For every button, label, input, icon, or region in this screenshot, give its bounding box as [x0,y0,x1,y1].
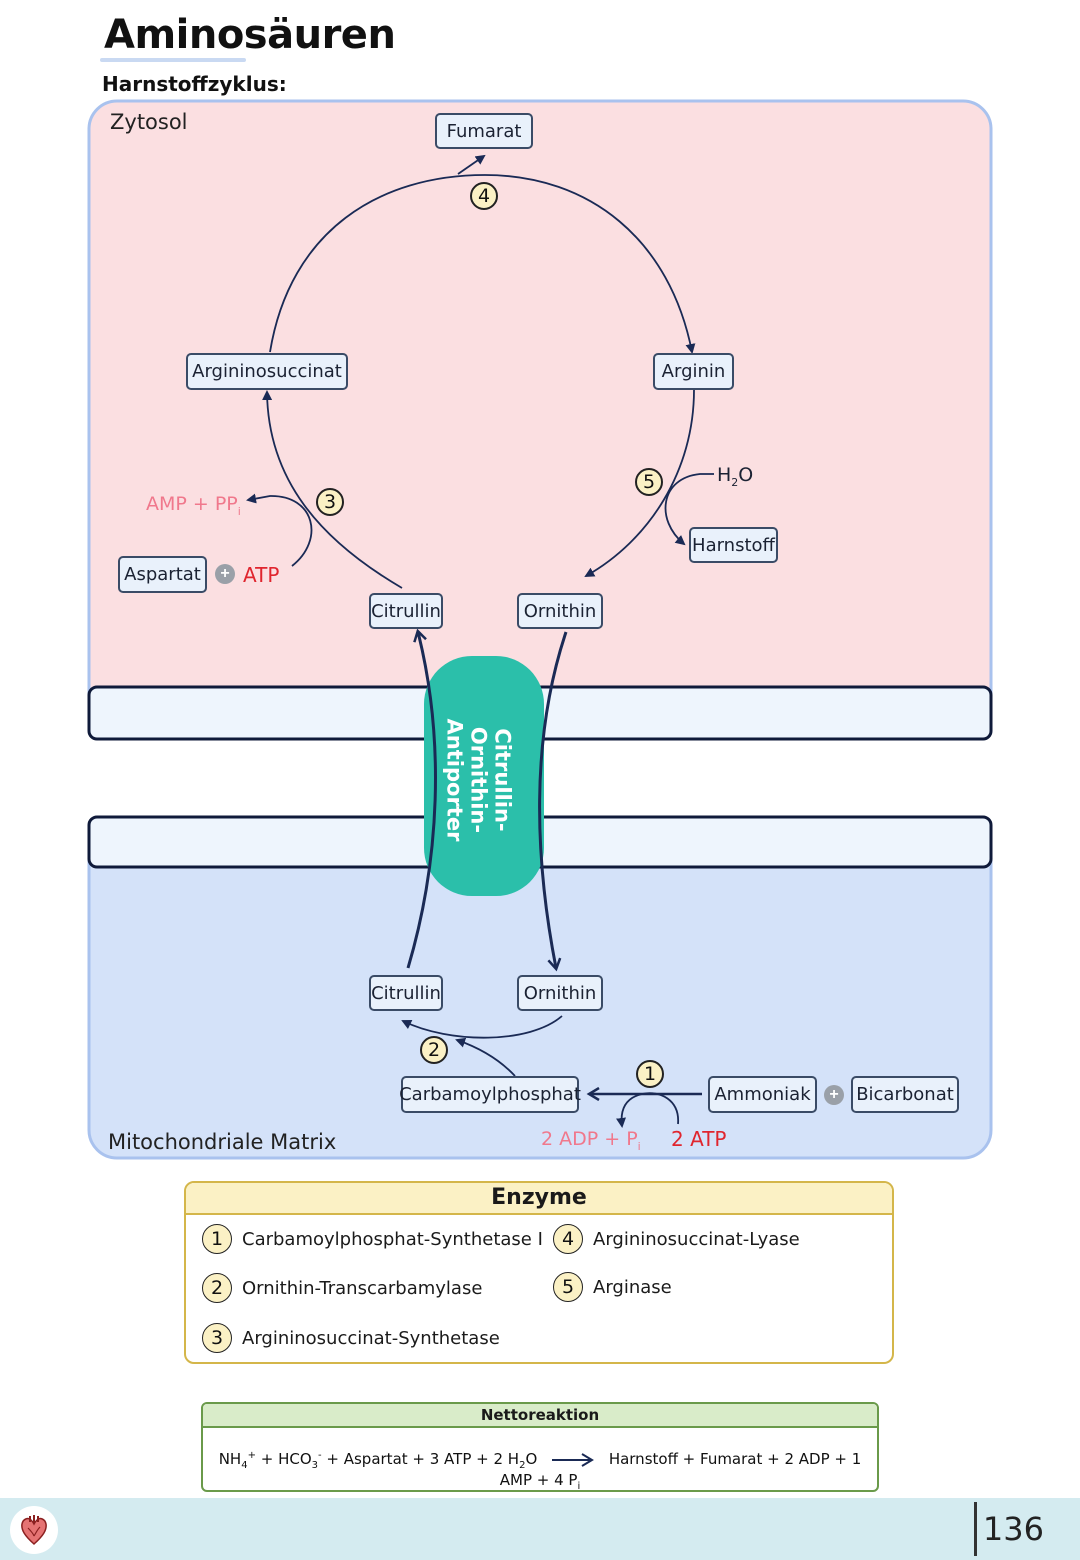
matrix-label: Mitochondriale Matrix [108,1130,337,1154]
step-2-marker: 2 [420,1036,448,1064]
citrullin-cytosol-box: Citrullin [369,593,443,629]
step-4-marker: 4 [470,182,498,210]
plus-icon: + [824,1085,844,1105]
fumarat-box: Fumarat [435,113,533,149]
section-subtitle: Harnstoffzyklus: [102,72,287,96]
antiporter-label: Citrullin- Ornithin- Antiporter [438,700,518,860]
enzyme-name: Ornithin-Transcarbamylase [242,1277,483,1299]
enzyme-name: Arginase [593,1276,672,1298]
arrow-atp-to-adp [616,1092,679,1128]
two-atp-label: 2 ATP [671,1127,727,1151]
enzyme-number: 3 [202,1323,232,1353]
net-reaction-box: Nettoreaktion NH4+ + HCO3- + Aspartat + … [201,1402,879,1492]
arrow-ornithin-to-citrullin [401,1015,563,1039]
net-reaction-equation: NH4+ + HCO3- + Aspartat + 3 ATP + 2 H2O … [218,1450,862,1492]
enzyme-heading: Enzyme [186,1183,892,1215]
arrow-ornithin-import [538,631,568,968]
ornithin-cytosol-box: Ornithin [517,593,603,629]
arrow-argininosuccinat-to-fumarat [269,174,486,353]
arrow-carbamoylphosphat-to-step2 [455,1037,516,1077]
page-divider [974,1502,977,1556]
plus-icon: + [215,564,235,584]
arrow-arginin-to-ornithin [584,389,695,577]
antiporter-line2: Ornithin- [466,726,490,834]
arrow-citrullin-export [406,632,437,969]
citrullin-matrix-box: Citrullin [369,975,443,1011]
ornithin-matrix-box: Ornithin [517,975,603,1011]
adp-pi-label: 2 ADP + Pi [541,1128,641,1153]
reaction-arrow-icon [552,1452,594,1467]
enzyme-legend: Enzyme 1 Carbamoylphosphat-Synthetase I … [184,1181,894,1364]
enzyme-name: Carbamoylphosphat-Synthetase I [242,1228,543,1250]
enzyme-number: 5 [553,1272,583,1302]
step-3-marker: 3 [316,488,344,516]
enzyme-item: 4 Argininosuccinat-Lyase [553,1224,800,1254]
carbamoylphosphat-box: Carbamoylphosphat [399,1076,581,1113]
page-title: Aminosäuren [104,12,396,58]
enzyme-number: 2 [202,1273,232,1303]
enzyme-name: Argininosuccinat-Lyase [593,1228,800,1250]
urea-cycle-diagram [87,99,993,1160]
atp-label: ATP [243,563,280,587]
harnstoff-box: Harnstoff [689,527,778,563]
enzyme-number: 1 [202,1224,232,1254]
enzyme-item: 2 Ornithin-Transcarbamylase [202,1273,482,1303]
arrow-atp-to-amp [246,493,313,567]
ammoniak-box: Ammoniak [708,1076,817,1113]
antiporter-line1: Citrullin- [490,728,514,832]
antiporter-line3: Antiporter [442,718,466,842]
antiporter-channel [424,656,544,896]
arrow-h2o-to-harnstoff [664,473,714,546]
enzyme-item: 5 Arginase [553,1272,672,1302]
page-number: 136 [982,1510,1044,1548]
h2o-label: H2O [717,464,754,489]
footer-bar [0,1498,1080,1560]
arrow-to-fumarat-tip [457,154,486,175]
arrow-citrullin-to-argininosuccinat [262,390,403,589]
argininosuccinat-box: Argininosuccinat [186,353,348,390]
enzyme-item: 3 Argininosuccinat-Synthetase [202,1323,500,1353]
cytosol-label: Zytosol [110,110,188,134]
amp-ppi-label: AMP + PPi [146,493,241,518]
step-5-marker: 5 [635,468,663,496]
enzyme-item: 1 Carbamoylphosphat-Synthetase I [202,1224,543,1254]
enzyme-name: Argininosuccinat-Synthetase [242,1327,500,1349]
heart-logo-icon [10,1506,58,1554]
arrow-to-arginin [484,174,696,354]
arginin-box: Arginin [653,353,734,390]
enzyme-number: 4 [553,1224,583,1254]
title-underline [100,58,246,62]
bicarbonat-box: Bicarbonat [851,1076,959,1113]
step-1-marker: 1 [636,1060,664,1088]
net-reaction-heading: Nettoreaktion [203,1404,877,1428]
aspartat-box: Aspartat [118,556,207,593]
